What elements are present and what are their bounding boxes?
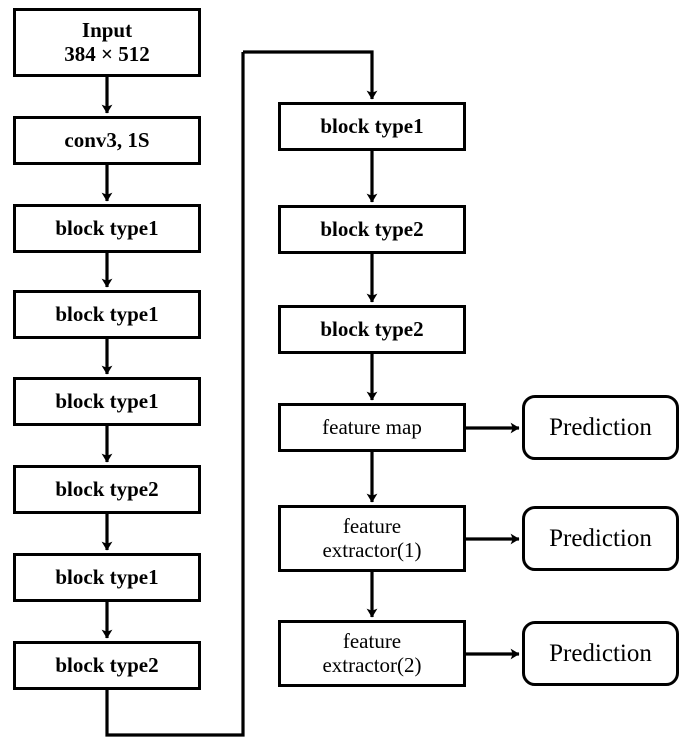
node-input[interactable]: Input 384 × 512 [13, 8, 201, 77]
loop-top-connector [243, 50, 378, 100]
node-left-block-3[interactable]: block type1 [13, 377, 201, 426]
node-left-block-2[interactable]: block type1 [13, 290, 201, 339]
node-prediction-1[interactable]: Prediction [522, 395, 679, 460]
node-left-block-1[interactable]: block type1 [13, 204, 201, 253]
node-left-block-4[interactable]: block type2 [13, 465, 201, 514]
node-right-block-2[interactable]: block type2 [278, 205, 466, 254]
node-feature-extractor-2[interactable]: feature extractor(2) [278, 620, 466, 687]
node-conv3[interactable]: conv3, 1S [13, 116, 201, 165]
node-feature-extractor-1[interactable]: feature extractor(1) [278, 505, 466, 572]
node-left-block-5[interactable]: block type1 [13, 553, 201, 602]
node-feature-map[interactable]: feature map [278, 403, 466, 452]
node-right-block-3[interactable]: block type2 [278, 305, 466, 354]
node-left-block-6[interactable]: block type2 [13, 641, 201, 690]
node-prediction-3[interactable]: Prediction [522, 621, 679, 686]
node-prediction-2[interactable]: Prediction [522, 506, 679, 571]
node-right-block-1[interactable]: block type1 [278, 102, 466, 151]
